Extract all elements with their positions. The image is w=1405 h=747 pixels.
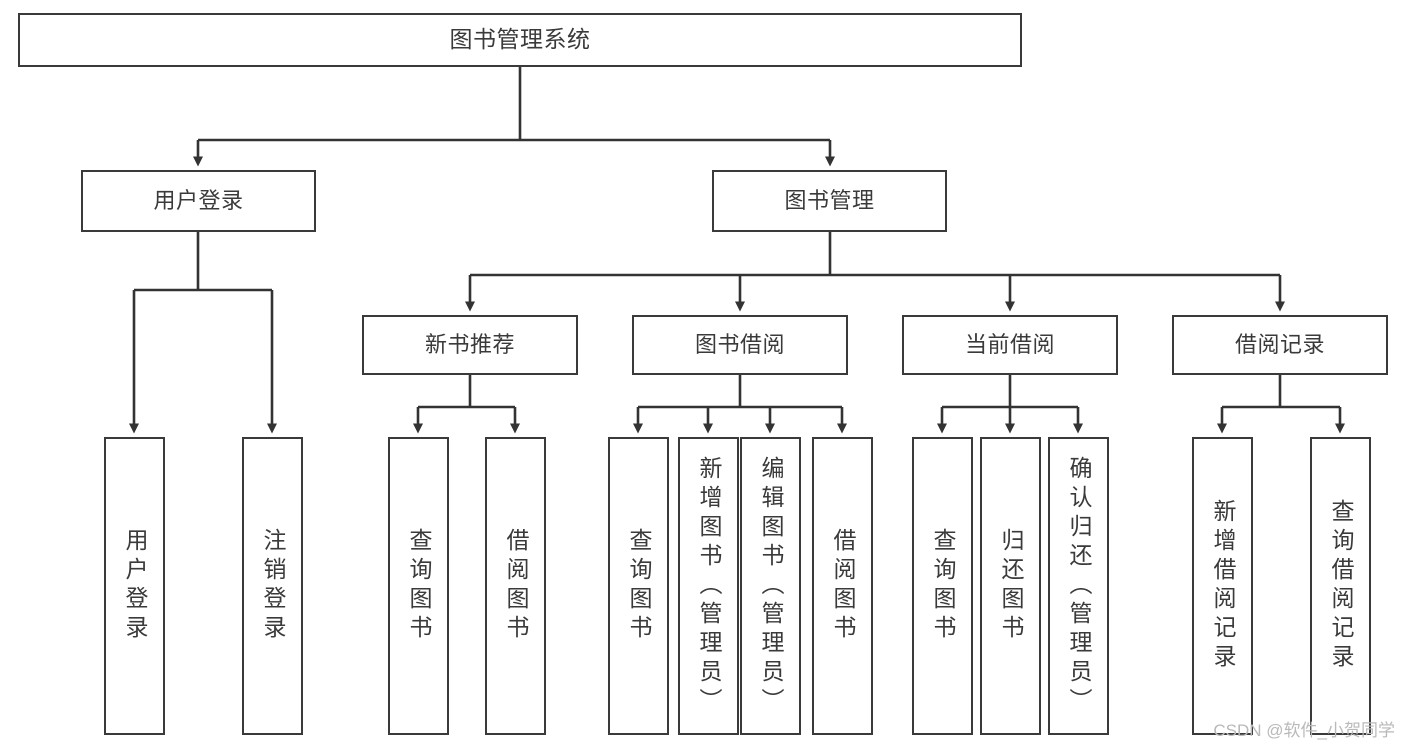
node-leaf-borrow-book-1-label: 借阅图书	[503, 528, 529, 644]
node-leaf-edit-book-label: 编辑图书（管理员）	[758, 455, 784, 717]
node-borrow-record-label: 借阅记录	[1234, 332, 1325, 358]
node-leaf-return-book-label: 归还图书	[998, 528, 1024, 644]
node-leaf-confirm-return[interactable]: 确认归还（管理员）	[1048, 437, 1109, 735]
node-leaf-user-login-label: 用户登录	[122, 528, 148, 644]
node-leaf-add-record-label: 新增借阅记录	[1210, 499, 1236, 673]
node-user-login[interactable]: 用户登录	[81, 170, 316, 232]
node-leaf-query-book-3[interactable]: 查询图书	[912, 437, 973, 735]
node-leaf-borrow-book-2[interactable]: 借阅图书	[812, 437, 873, 735]
node-leaf-query-book-1-label: 查询图书	[406, 528, 432, 644]
node-leaf-return-book[interactable]: 归还图书	[980, 437, 1041, 735]
node-leaf-logout-login[interactable]: 注销登录	[242, 437, 303, 735]
node-leaf-borrow-book-1[interactable]: 借阅图书	[485, 437, 546, 735]
node-leaf-query-book-3-label: 查询图书	[930, 528, 956, 644]
node-leaf-confirm-return-label: 确认归还（管理员）	[1066, 455, 1092, 717]
watermark: CSDN @软件_小贺同学	[1213, 721, 1395, 740]
node-root-label: 图书管理系统	[449, 26, 591, 53]
node-borrow-record[interactable]: 借阅记录	[1172, 315, 1388, 375]
node-leaf-query-record[interactable]: 查询借阅记录	[1310, 437, 1371, 735]
node-leaf-logout-login-label: 注销登录	[260, 528, 286, 644]
node-leaf-query-book-1[interactable]: 查询图书	[388, 437, 449, 735]
node-new-book-recommend[interactable]: 新书推荐	[362, 315, 578, 375]
node-book-borrow[interactable]: 图书借阅	[632, 315, 848, 375]
node-book-borrow-label: 图书借阅	[694, 332, 785, 358]
node-leaf-query-book-2[interactable]: 查询图书	[608, 437, 669, 735]
node-new-book-recommend-label: 新书推荐	[424, 332, 515, 358]
node-leaf-add-book[interactable]: 新增图书（管理员）	[678, 437, 739, 735]
node-book-manage-label: 图书管理	[784, 188, 875, 214]
node-root[interactable]: 图书管理系统	[18, 13, 1022, 67]
node-current-borrow-label: 当前借阅	[964, 332, 1055, 358]
node-leaf-add-book-label: 新增图书（管理员）	[696, 455, 722, 717]
node-leaf-edit-book[interactable]: 编辑图书（管理员）	[740, 437, 801, 735]
node-book-manage[interactable]: 图书管理	[712, 170, 947, 232]
node-leaf-borrow-book-2-label: 借阅图书	[830, 528, 856, 644]
node-leaf-query-record-label: 查询借阅记录	[1328, 499, 1354, 673]
node-leaf-user-login[interactable]: 用户登录	[104, 437, 165, 735]
node-current-borrow[interactable]: 当前借阅	[902, 315, 1118, 375]
node-user-login-label: 用户登录	[153, 188, 244, 214]
node-leaf-query-book-2-label: 查询图书	[626, 528, 652, 644]
node-leaf-add-record[interactable]: 新增借阅记录	[1192, 437, 1253, 735]
